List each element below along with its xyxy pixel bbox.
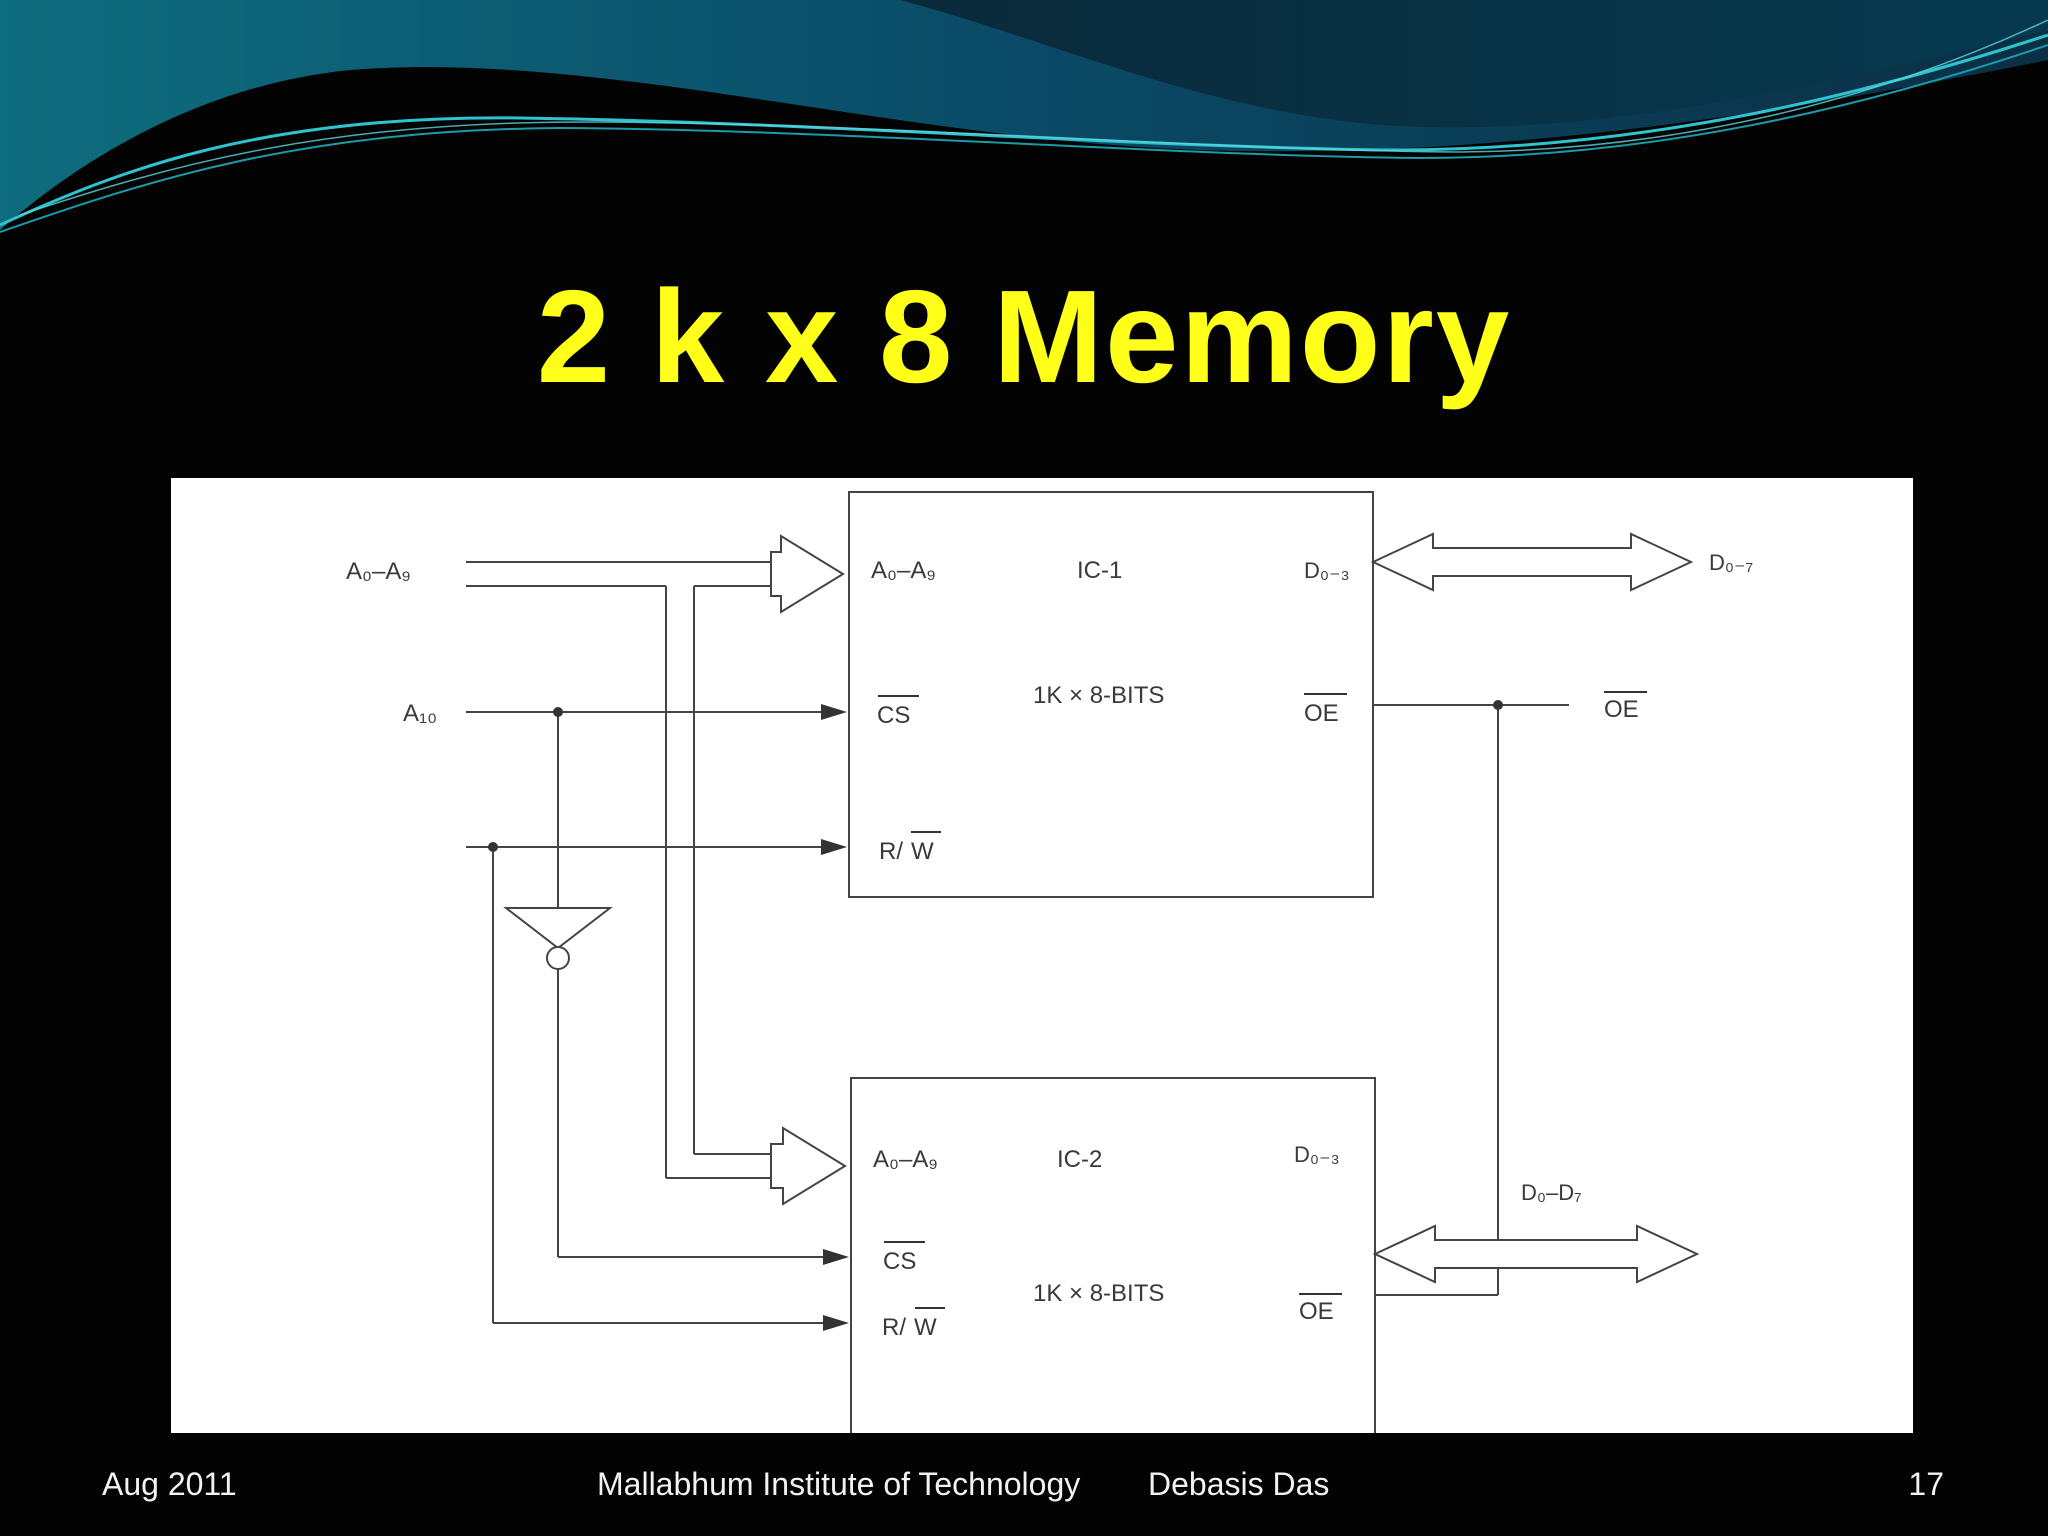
ic2-cs-arrowhead xyxy=(823,1249,849,1265)
ic1-address-pin-label: A₀–A₉ xyxy=(871,557,936,584)
ic1-rw-arrowhead xyxy=(821,839,847,855)
ic2-cs-pin-label: CS xyxy=(883,1248,916,1275)
inverter-gate xyxy=(503,907,613,950)
ic2-rw-pin-label: R/ xyxy=(882,1314,906,1341)
footer-institute: Mallabhum Institute of Technology xyxy=(597,1466,1081,1502)
a10-junction-dot xyxy=(553,707,563,717)
ic1-rw-pin-label: R/ xyxy=(879,838,903,865)
ic1-size-label: 1K × 8-BITS xyxy=(1033,682,1164,709)
output-oe-label: OE xyxy=(1604,696,1639,723)
memory-diagram: A₀–A₉ A₁₀ A₀–A₉ IC-1 D₀₋₃ 1K × 8-BITS CS… xyxy=(346,491,1753,1433)
header-wave-decoration xyxy=(0,0,2048,233)
output-data-bus-top-label: D₀₋₇ xyxy=(1709,550,1753,575)
ic2-oe-pin-label: OE xyxy=(1299,1298,1334,1325)
ic2-address-bus-arrow xyxy=(770,1126,847,1206)
ic1-data-bus-arrow xyxy=(1370,532,1694,592)
oe-junction-dot xyxy=(1493,700,1503,710)
memory-diagram-panel: A₀–A₉ A₁₀ A₀–A₉ IC-1 D₀₋₃ 1K × 8-BITS CS… xyxy=(171,478,1913,1433)
ic1-address-bus-arrow xyxy=(770,534,845,614)
ic2-rw-arrowhead xyxy=(823,1315,849,1331)
input-address-label: A₀–A₉ xyxy=(346,558,411,585)
ic1-rw-pin-label-w: W xyxy=(911,838,934,865)
slide-title: 2 k x 8 Memory xyxy=(536,263,1512,410)
rw-junction-dot xyxy=(488,842,498,852)
ic2-rw-pin-label-w: W xyxy=(914,1314,937,1341)
output-data-bus-bottom-label: D₀–D₇ xyxy=(1521,1180,1582,1205)
inverter-bubble xyxy=(546,946,570,970)
ic1-cs-pin-label: CS xyxy=(877,702,910,729)
ic2-data-pin-label: D₀₋₃ xyxy=(1294,1142,1340,1167)
ic1-data-pin-label: D₀₋₃ xyxy=(1304,558,1350,583)
ic1-oe-pin-label: OE xyxy=(1304,700,1339,727)
ic2-address-pin-label: A₀–A₉ xyxy=(873,1146,938,1173)
ic1-box xyxy=(848,491,1374,898)
ic2-size-label: 1K × 8-BITS xyxy=(1033,1280,1164,1307)
footer-author: Debasis Das xyxy=(1148,1466,1330,1502)
ic2-name: IC-2 xyxy=(1057,1146,1102,1173)
footer-date: Aug 2011 xyxy=(102,1466,237,1502)
ic2-box xyxy=(850,1077,1376,1433)
input-a10-label: A₁₀ xyxy=(403,700,437,727)
footer-page-number: 17 xyxy=(1908,1466,1944,1502)
ic2-data-bus-arrow xyxy=(1372,1224,1700,1284)
ic1-cs-arrowhead xyxy=(821,704,847,720)
ic1-name: IC-1 xyxy=(1077,557,1122,584)
